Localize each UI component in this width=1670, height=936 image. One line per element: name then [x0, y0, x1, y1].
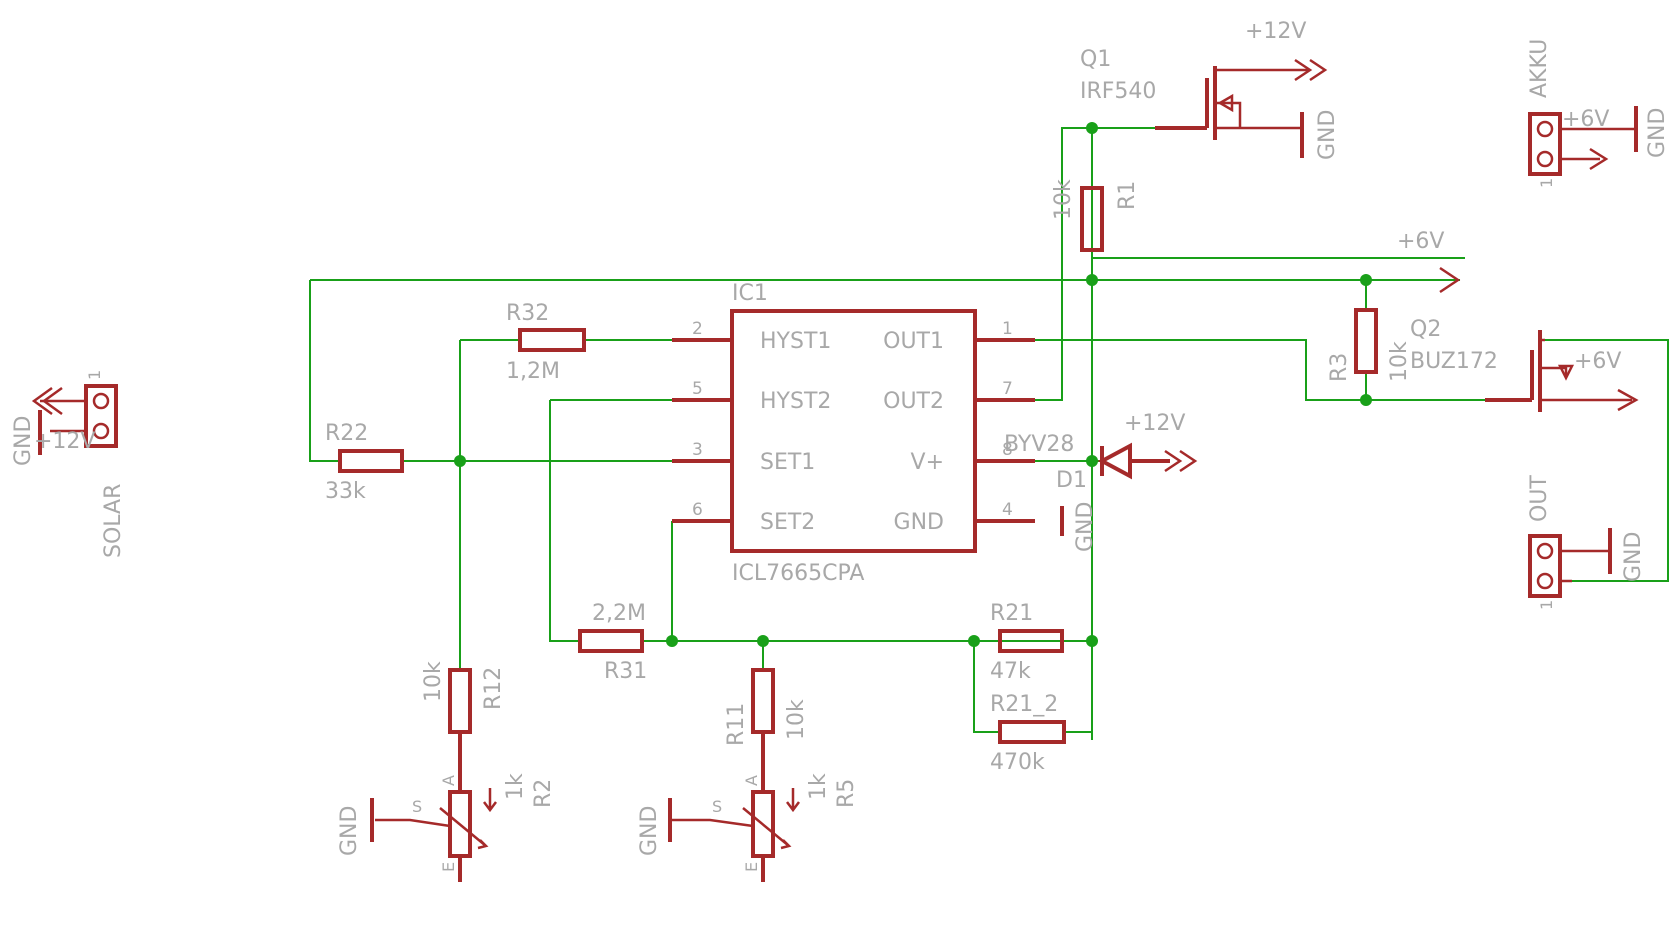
q1-supply-label: +12V — [1245, 19, 1306, 44]
rail-6v-arrow: +6V — [1397, 229, 1461, 294]
ic1-pin-hyst1-label: HYST1 — [760, 329, 831, 354]
akku-name: AKKU — [1527, 39, 1552, 98]
r2-gnd-label: GND — [337, 806, 362, 856]
d1-value: BYV28 — [1004, 432, 1074, 457]
ic1-pin-out2-label: OUT2 — [883, 389, 944, 414]
ic1-pin-vplus-label: V+ — [911, 450, 944, 475]
d1-name: D1 — [1056, 468, 1087, 493]
r1-resistor: 10k R1 — [1051, 179, 1140, 252]
wires — [309, 127, 1669, 740]
out-gnd-label: GND — [1621, 532, 1646, 582]
solar-pin1: 1 — [85, 370, 104, 380]
ic-gnd-label: GND — [1073, 502, 1098, 552]
r2-pin-a: A — [439, 775, 458, 786]
ic1-pin-1-num: 1 — [1002, 319, 1013, 339]
r11-name: R11 — [724, 703, 749, 746]
r1-name: R1 — [1115, 181, 1140, 210]
ic1-value: ICL7665CPA — [732, 561, 864, 586]
solar-supply-label: +12V — [34, 429, 95, 454]
akku-connector: AKKU +6V GND 1 — [1527, 39, 1670, 188]
r1-value: 10k — [1051, 179, 1076, 220]
r21-2-resistor: R21_2 470k — [990, 692, 1066, 775]
akku-gnd-label: GND — [1645, 108, 1670, 158]
r5-pin-e: E — [742, 862, 761, 872]
r5-ldr: GND S A E 1k R5 — [637, 732, 859, 882]
junctions — [454, 122, 1372, 647]
ic1-pin-5-num: 5 — [692, 379, 703, 399]
q1-name: Q1 — [1080, 47, 1111, 72]
q1-value: IRF540 — [1080, 79, 1156, 104]
r11-value: 10k — [784, 699, 809, 740]
akku-supply-label: +6V — [1562, 107, 1609, 132]
r22-resistor: R22 33k — [325, 421, 404, 504]
r32-resistor: R32 1,2M — [506, 301, 586, 384]
r21-value: 47k — [990, 659, 1031, 684]
r2-ldr: GND S A E 1k R2 — [337, 732, 556, 882]
r12-name: R12 — [481, 667, 506, 710]
r21-name: R21 — [990, 601, 1033, 626]
r22-name: R22 — [325, 421, 368, 446]
r2-value: 1k — [503, 773, 528, 800]
r31-name: R31 — [604, 659, 647, 684]
q2-supply-label: +6V — [1574, 349, 1621, 374]
ic1-pin-6-num: 6 — [692, 500, 703, 520]
r3-value: 10k — [1387, 341, 1412, 382]
r2-pin-s: S — [412, 797, 422, 816]
ic1-pin-4-num: 4 — [1002, 500, 1013, 520]
r32-name: R32 — [506, 301, 549, 326]
ic1-pin-out1-label: OUT1 — [883, 329, 944, 354]
r2-pin-e: E — [439, 862, 458, 872]
ic1-pin-3-num: 3 — [692, 440, 703, 460]
out-name: OUT — [1527, 475, 1552, 522]
d1-diode: BYV28 D1 +12V — [1004, 411, 1198, 493]
solar-name: SOLAR — [101, 484, 126, 558]
r31-resistor: 2,2M R31 — [578, 601, 647, 684]
q2-transistor: Q2 BUZ172 +6V — [1410, 317, 1639, 412]
r3-resistor: R3 10k — [1327, 308, 1412, 382]
solar-gnd-label: GND — [11, 416, 36, 466]
r32-value: 1,2M — [506, 359, 560, 384]
out-pin1: 1 — [1537, 600, 1556, 610]
r21-2-name: R21_2 — [990, 692, 1058, 717]
ic1-name: IC1 — [732, 281, 768, 306]
ic1-pin-2-num: 2 — [692, 319, 703, 339]
r21-resistor: R21 47k — [990, 601, 1064, 684]
q1-gnd-label: GND — [1315, 110, 1340, 160]
r31-value: 2,2M — [592, 601, 646, 626]
r5-gnd-label: GND — [637, 806, 662, 856]
q2-value: BUZ172 — [1410, 349, 1498, 374]
r12-resistor: 10k R12 — [421, 661, 506, 734]
ic1-pin-8-num: 8 — [1002, 440, 1013, 460]
ic1: IC1 ICL7665CPA HYST1 HYST2 SET1 SET2 OUT… — [672, 281, 1035, 586]
r5-pin-a: A — [742, 775, 761, 786]
r11-resistor: R11 10k — [724, 668, 809, 746]
r3-name: R3 — [1327, 353, 1352, 382]
ic-gnd-symbol: GND — [1060, 502, 1098, 552]
q1-transistor: Q1 IRF540 +12V GND — [1080, 19, 1340, 160]
ic1-pin-set1-label: SET1 — [760, 450, 815, 475]
r22-value: 33k — [325, 479, 366, 504]
r5-name: R5 — [834, 779, 859, 808]
ic1-pin-hyst2-label: HYST2 — [760, 389, 831, 414]
q2-name: Q2 — [1410, 317, 1441, 342]
akku-pin1: 1 — [1537, 178, 1556, 188]
out-connector: OUT GND 1 — [1527, 475, 1646, 610]
r5-pin-s: S — [712, 797, 722, 816]
rail-6v-label: +6V — [1397, 229, 1444, 254]
r12-value: 10k — [421, 661, 446, 702]
ic1-pin-set2-label: SET2 — [760, 510, 815, 535]
r21-2-value: 470k — [990, 750, 1045, 775]
solar-connector: GND +12V SOLAR 1 — [11, 370, 126, 558]
r5-value: 1k — [806, 773, 831, 800]
d1-supply-label: +12V — [1124, 411, 1185, 436]
r2-name: R2 — [531, 779, 556, 808]
ic1-pin-gnd-label: GND — [894, 510, 944, 535]
ic1-pin-7-num: 7 — [1002, 379, 1013, 399]
